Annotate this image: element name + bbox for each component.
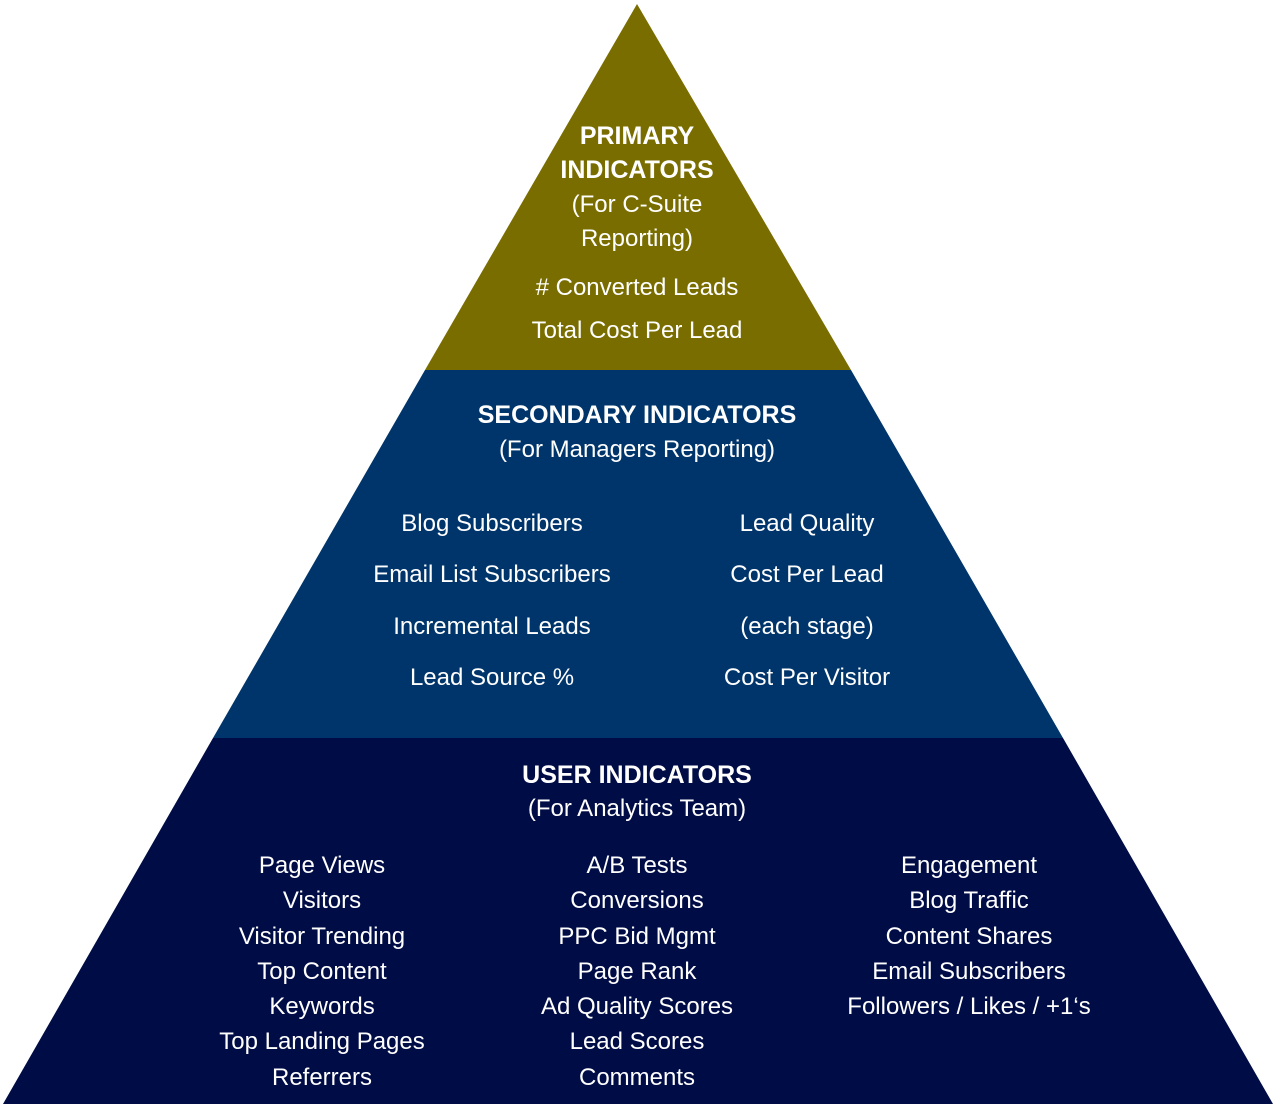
- list-item: Lead Quality: [739, 510, 875, 537]
- list-item: Visitor Trending: [238, 922, 406, 950]
- list-item: Cost Per Visitor: [723, 664, 891, 692]
- primary-title-line2: INDICATORS: [560, 156, 714, 184]
- primary-subtitle-line1: (For C-Suite: [571, 191, 703, 218]
- secondary-subtitle: (For Managers Reporting): [498, 436, 776, 463]
- list-item: Email Subscribers: [872, 957, 1066, 985]
- list-item: (each stage): [740, 612, 874, 640]
- list-item: Comments: [578, 1063, 696, 1091]
- list-item: Keywords: [269, 993, 375, 1021]
- list-item: Lead Source %: [409, 664, 575, 692]
- list-item: Page Rank: [577, 957, 697, 985]
- user-tier: [3, 738, 1273, 1104]
- list-item: Blog Subscribers: [401, 510, 583, 537]
- list-item: A/B Tests: [586, 852, 688, 879]
- list-item: Cost Per Lead: [730, 561, 884, 589]
- list-item: Referrers: [271, 1063, 373, 1091]
- primary-subtitle-line2: Reporting): [580, 225, 694, 252]
- list-item: Page Views: [258, 852, 386, 879]
- user-column-2: A/B Tests Conversions PPC Bid Mgmt Page …: [487, 848, 787, 1095]
- secondary-tier: [213, 370, 1063, 738]
- list-item: Followers / Likes / +1‘s: [847, 993, 1091, 1021]
- user-column-1: Page Views Visitors Visitor Trending Top…: [172, 848, 472, 1095]
- list-item: Conversions: [570, 887, 704, 915]
- list-item: Incremental Leads: [393, 612, 591, 640]
- list-item: Visitors: [282, 887, 362, 915]
- secondary-title: SECONDARY INDICATORS: [477, 401, 797, 429]
- user-column-3: Engagement Blog Traffic Content Shares E…: [794, 848, 1144, 1024]
- user-subtitle: (For Analytics Team): [527, 795, 747, 822]
- secondary-left-list: Blog Subscribers Email List Subscribers …: [342, 498, 642, 704]
- list-item: Email List Subscribers: [373, 561, 611, 589]
- list-item: Blog Traffic: [909, 887, 1029, 915]
- primary-title-line1: PRIMARY: [579, 122, 695, 150]
- primary-item-total-cost-per-lead: Total Cost Per Lead: [531, 317, 743, 344]
- list-item: Engagement: [900, 852, 1038, 879]
- secondary-right-list: Lead Quality Cost Per Lead (each stage) …: [657, 498, 957, 704]
- list-item: Top Content: [257, 957, 387, 985]
- primary-item-converted-leads: # Converted Leads: [535, 274, 739, 301]
- list-item: Lead Scores: [569, 1028, 705, 1056]
- list-item: Ad Quality Scores: [540, 993, 734, 1021]
- user-title: USER INDICATORS: [522, 761, 752, 789]
- list-item: Top Landing Pages: [219, 1028, 425, 1056]
- list-item: PPC Bid Mgmt: [558, 922, 716, 950]
- list-item: Content Shares: [885, 922, 1053, 950]
- primary-tier: [425, 4, 851, 370]
